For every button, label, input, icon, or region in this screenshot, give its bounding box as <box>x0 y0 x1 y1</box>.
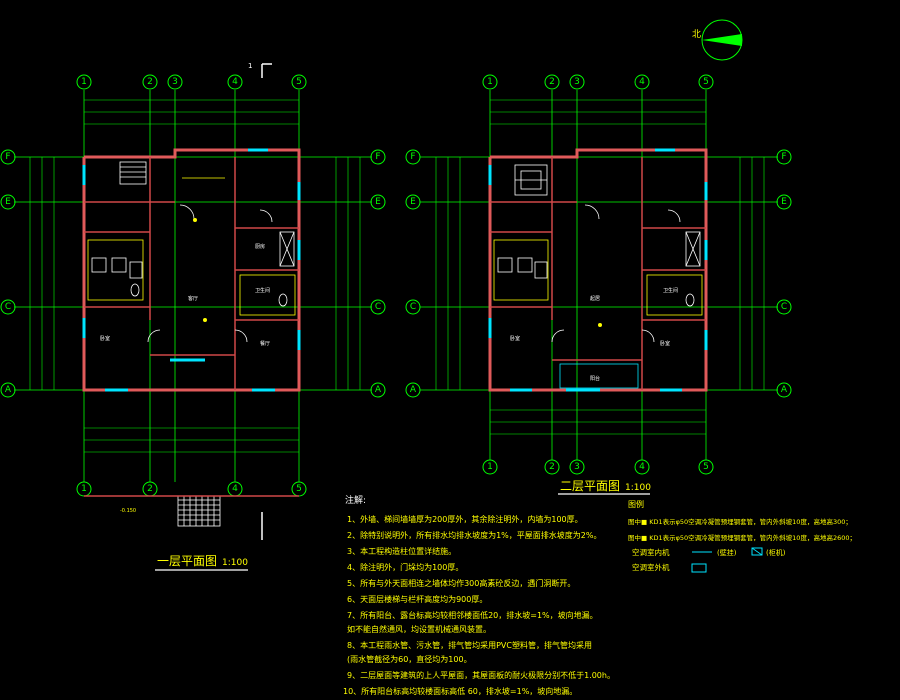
legend-line: 图中■ KD1表示φ50空调冷凝管预埋钢套管，管内外斜坡10度，高地高300； <box>628 517 852 526</box>
svg-text:2: 2 <box>147 484 153 494</box>
plan2-grid-top: 1 2 3 4 5 <box>482 74 714 460</box>
plan-1: 1 2 3 4 5 1 2 4 5 F <box>0 62 386 571</box>
note-item: 6、天面层楼梯与栏杆高度均为900厚。 <box>347 594 487 604</box>
plan2-grid-label: 3 <box>574 77 580 87</box>
legend-block: 图例 图中■ KD1表示φ50空调冷凝管预埋钢套管，管内外斜坡10度，高地高30… <box>628 499 856 573</box>
plan2-room-label: 卧室 <box>660 340 670 347</box>
svg-text:A: A <box>781 385 788 395</box>
plan1-windows <box>82 148 301 392</box>
legend-cabinet: (柜机) <box>766 548 786 557</box>
plan1-elevation-label: -0.150 <box>120 508 136 514</box>
note-item: 5、所有与外天面相连之墙体均作300高素砼反边，遇门洞断开。 <box>347 578 575 588</box>
svg-text:4: 4 <box>232 484 238 494</box>
svg-text:C: C <box>5 302 11 312</box>
note-item: 1、外墙、梯间墙墙厚为200厚外，其余除注明外，内墙为100厚。 <box>347 514 583 524</box>
plan1-title-block: 一层平面图 1:100 <box>155 554 248 571</box>
svg-text:A: A <box>375 385 382 395</box>
plan1-room-label: 卫生间 <box>255 287 270 294</box>
note-item: 3、本工程构造柱位置详结施。 <box>347 546 456 556</box>
legend-outdoor-icon <box>691 563 707 573</box>
plan1-title: 一层平面图 <box>157 554 217 568</box>
note-item: 4、除注明外，门垛均为100厚。 <box>347 562 463 572</box>
legend-line: 图中■ KD1表示φ50空调冷凝管预埋钢套管，管内外斜坡10度，高地高2600； <box>628 533 856 542</box>
legend-wall-hang: (壁挂) <box>717 548 737 557</box>
note-item: 8、本工程雨水管、污水管，排气管均采用PVC塑料管，排气管均采用 <box>347 640 592 650</box>
note-item: 9、二层屋面等建筑的上人平屋面，其屋面板的耐火极限分别不低于1.00h。 <box>347 670 615 680</box>
svg-text:E: E <box>5 197 11 207</box>
plan1-walls <box>82 148 301 392</box>
svg-text:2: 2 <box>549 462 555 472</box>
plan2-room-label: 阳台 <box>590 375 600 382</box>
svg-text:1: 1 <box>81 484 87 494</box>
plan2-grid-sides: F E C A F E C A <box>405 149 792 398</box>
plan2-walls <box>488 148 708 392</box>
note-item: 如不能自然通风，均设置机械通风装置。 <box>347 624 491 634</box>
plan1-dimensions <box>29 99 361 453</box>
note-item: 7、所有阳台、露台标高均较相邻楼面低20，排水坡=1%，坡向地漏。 <box>347 610 598 620</box>
plan1-section-label: 1 <box>248 62 252 70</box>
plan1-room-label: 餐厅 <box>260 340 270 347</box>
north-label: 北 <box>692 29 701 40</box>
plan1-grid-label: 4 <box>232 77 238 87</box>
plan1-section-mark: 1 <box>248 62 272 540</box>
plan2-title: 二层平面图 <box>560 479 620 493</box>
plan2-grid-label: A <box>410 385 417 395</box>
plan1-entrance-steps: -0.150 <box>84 495 299 527</box>
notes-block: 注解: 1、外墙、梯间墙墙厚为200厚外，其余除注明外，内墙为100厚。 2、除… <box>343 494 615 696</box>
plan2-grid-label: F <box>410 152 415 162</box>
north-arrow: 北 <box>692 19 743 61</box>
plan2-grid-label: C <box>410 302 416 312</box>
plan1-grid-label: 2 <box>147 77 153 87</box>
plan2-grid-label: 2 <box>549 77 555 87</box>
plan2-grid-bottom: 1 2 3 4 5 <box>482 459 714 475</box>
svg-text:F: F <box>5 152 10 162</box>
legend-indoor-label: 空调室内机 <box>632 547 670 557</box>
note-item: 2、除特别说明外，所有排水均排水坡度为1%，平屋面排水坡度为2%。 <box>347 530 601 540</box>
note-item: 10、所有阳台标高均较楼面标高低 60，排水坡=1%，坡向地漏。 <box>343 686 577 696</box>
plan2-title-block: 二层平面图 1:100 <box>558 479 651 495</box>
plan2-grid-label: 4 <box>639 77 645 87</box>
note-item: (雨水管截径为60，直径均为100。 <box>347 654 472 664</box>
legend-cabinet-icon <box>751 547 763 556</box>
svg-text:5: 5 <box>703 462 709 472</box>
plan2-room-label: 卫生间 <box>663 287 678 294</box>
north-arrow-pointer-icon <box>702 34 742 46</box>
plan1-room-label: 客厅 <box>188 295 198 302</box>
legend-heading: 图例 <box>628 499 644 509</box>
svg-text:C: C <box>781 302 787 312</box>
svg-text:F: F <box>375 152 380 162</box>
plan1-grid-bottom: 1 2 4 5 <box>76 481 307 497</box>
plan1-grid-label: 3 <box>172 77 178 87</box>
plan1-grid-label: 5 <box>296 77 302 87</box>
plan2-scale: 1:100 <box>625 483 651 493</box>
svg-text:1: 1 <box>487 462 493 472</box>
plan1-room-label: 卧室 <box>100 335 110 342</box>
plan2-windows <box>488 148 708 392</box>
svg-text:3: 3 <box>574 462 580 472</box>
plan-2: 1 2 3 4 5 1 2 3 4 5 F <box>405 74 792 495</box>
svg-text:A: A <box>5 385 12 395</box>
svg-text:4: 4 <box>639 462 645 472</box>
plan2-grid-label: E <box>410 197 416 207</box>
plan2-grid-label: 1 <box>487 77 493 87</box>
plan2-room-label: 起居 <box>590 296 600 302</box>
plan2-grid-label: 5 <box>703 77 709 87</box>
plan1-scale: 1:100 <box>222 558 248 568</box>
legend-outdoor-label: 空调室外机 <box>632 562 670 572</box>
plan1-room-label: 厨房 <box>255 243 265 250</box>
plan1-grid-top: 1 2 3 4 5 <box>76 74 307 482</box>
svg-text:E: E <box>375 197 381 207</box>
plan1-grid-label: 1 <box>81 77 87 87</box>
notes-heading: 注解: <box>345 494 366 506</box>
svg-text:F: F <box>781 152 786 162</box>
plan2-room-label: 卧室 <box>510 335 520 342</box>
plan2-interior: 起居 卧室 卧室 卫生间 阳台 <box>493 164 703 389</box>
svg-text:E: E <box>781 197 787 207</box>
svg-text:C: C <box>375 302 381 312</box>
plan1-interior: 客厅 卧室 厨房 卫生间 餐厅 <box>87 161 296 347</box>
svg-text:5: 5 <box>296 484 302 494</box>
plan2-dimensions <box>435 99 765 435</box>
